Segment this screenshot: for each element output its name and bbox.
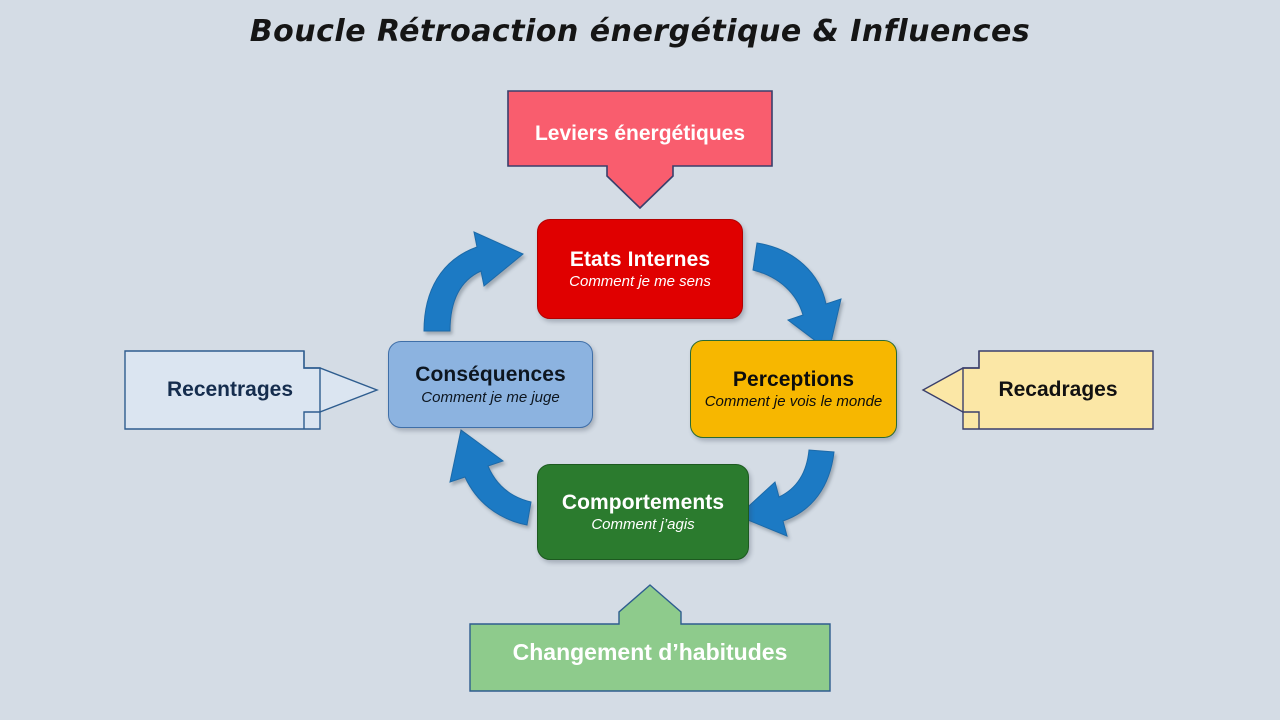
node-perceptions[interactable]: Perceptions Comment je vois le monde [690, 340, 897, 438]
arrow-comportements-to-consequences [449, 429, 532, 526]
node-perceptions-subtitle: Comment je vois le monde [704, 393, 883, 411]
page-title: Boucle Rétroaction énergétique & Influen… [249, 14, 1031, 49]
callout-changement-habitudes[interactable]: Changement d’habitudes [469, 584, 831, 692]
node-comportements[interactable]: Comportements Comment j’agis [537, 464, 749, 560]
node-consequences[interactable]: Conséquences Comment je me juge [388, 341, 593, 428]
node-consequences-subtitle: Comment je me juge [421, 388, 560, 406]
node-etats-internes-title: Etats Internes [569, 247, 711, 271]
callout-leviers-label: Leviers énergétiques [534, 122, 746, 146]
callout-recentrages-label: Recentrages [166, 378, 294, 402]
arrow-perceptions-to-comportements [737, 449, 835, 537]
arrow-consequences-to-etats [423, 231, 524, 332]
node-perceptions-title: Perceptions [732, 367, 855, 391]
node-etats-internes-subtitle: Comment je me sens [569, 273, 711, 291]
recadrages-arrow-shape [921, 350, 1154, 430]
node-comportements-title: Comportements [561, 490, 725, 514]
leviers-arrow-shape [507, 90, 773, 210]
callout-recadrages[interactable]: Recadrages [921, 350, 1154, 430]
node-consequences-title: Conséquences [415, 363, 566, 387]
changement-arrow-shape [469, 584, 831, 692]
callout-recadrages-label: Recadrages [998, 378, 1118, 402]
callout-leviers-energetiques[interactable]: Leviers énergétiques [507, 90, 773, 210]
node-etats-internes[interactable]: Etats Internes Comment je me sens [537, 219, 743, 319]
callout-changement-label: Changement d’habitudes [512, 639, 788, 666]
callout-recentrages[interactable]: Recentrages [124, 350, 379, 430]
arrow-etats-to-perceptions [752, 242, 842, 352]
recentrages-arrow-shape [124, 350, 379, 430]
node-comportements-subtitle: Comment j’agis [591, 516, 695, 534]
